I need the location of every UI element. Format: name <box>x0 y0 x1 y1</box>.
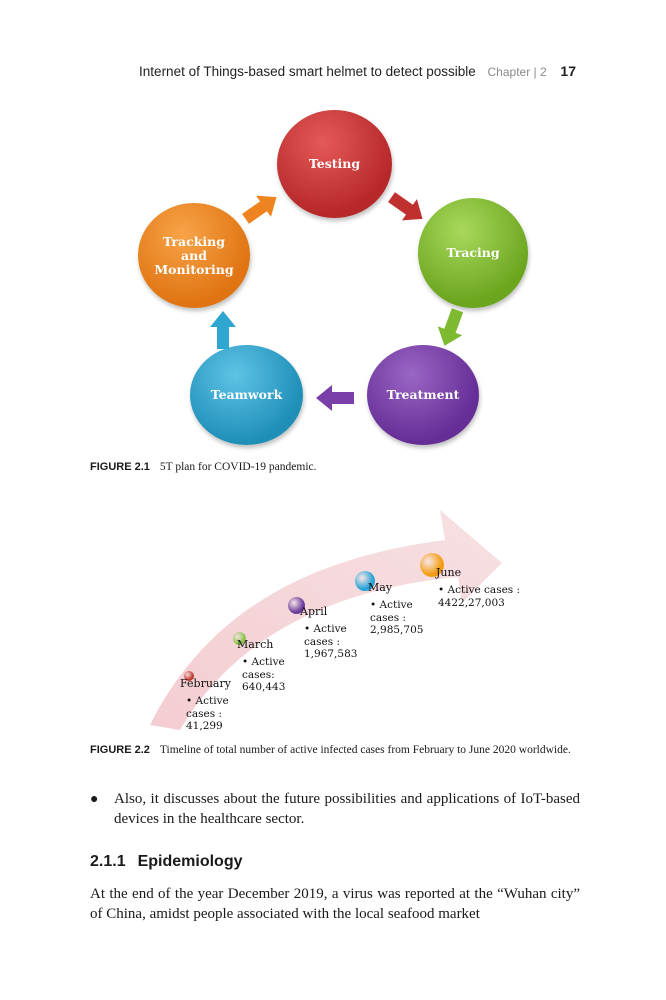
arrow-teamwork-to-tracking-icon <box>210 311 236 349</box>
node-tracking-and-monitoring: Tracking and Monitoring <box>138 203 250 308</box>
arrow-tracing-to-treatment-icon <box>432 306 469 351</box>
timeline-month-june: June <box>436 566 462 579</box>
page-number: 17 <box>560 63 576 79</box>
node-teamwork: Teamwork <box>190 345 303 445</box>
timeline-month-february: February <box>180 677 231 690</box>
bullet-paragraph: Also, it discusses about the future poss… <box>114 791 580 827</box>
timeline-cases-february: • Active cases : 41,299 <box>186 695 229 732</box>
timeline-cases-march: • Active cases: 640,443 <box>242 656 286 693</box>
arrow-testing-to-tracing-icon <box>384 186 430 229</box>
timeline-dot-april <box>288 597 305 614</box>
running-head: Internet of Things-based smart helmet to… <box>139 63 576 79</box>
timeline-month-may: May <box>368 581 393 594</box>
node-tracing: Tracing <box>418 198 528 308</box>
node-treatment: Treatment <box>367 345 479 445</box>
arrow-treatment-to-teamwork-icon <box>316 385 354 411</box>
bullet-icon: ● <box>90 792 99 807</box>
figure-5t-cycle: Testing Tracing Treatment Teamwork Track… <box>120 105 528 455</box>
arrow-tracking-to-testing-icon <box>238 186 284 229</box>
body-paragraph: At the end of the year December 2019, a … <box>90 886 580 922</box>
timeline-dot-may <box>355 571 375 591</box>
timeline-dot-march <box>233 632 246 645</box>
timeline-dot-june <box>420 553 444 577</box>
timeline-arrow-icon <box>150 510 502 730</box>
node-testing: Testing <box>277 110 392 218</box>
chapter-label: Chapter | 2 <box>487 65 547 79</box>
timeline-dot-february <box>184 671 194 681</box>
figure-timeline: February • Active cases : 41,299 March •… <box>140 505 540 740</box>
timeline-cases-may: • Active cases : 2,985,705 <box>370 599 424 636</box>
timeline-cases-june: • Active cases : 4422,27,003 <box>438 584 521 609</box>
timeline-cases-april: • Active cases : 1,967,583 <box>304 623 358 660</box>
running-head-title: Internet of Things-based smart helmet to… <box>139 64 476 79</box>
timeline-month-april: April <box>300 605 328 618</box>
timeline-month-march: March <box>237 638 274 651</box>
